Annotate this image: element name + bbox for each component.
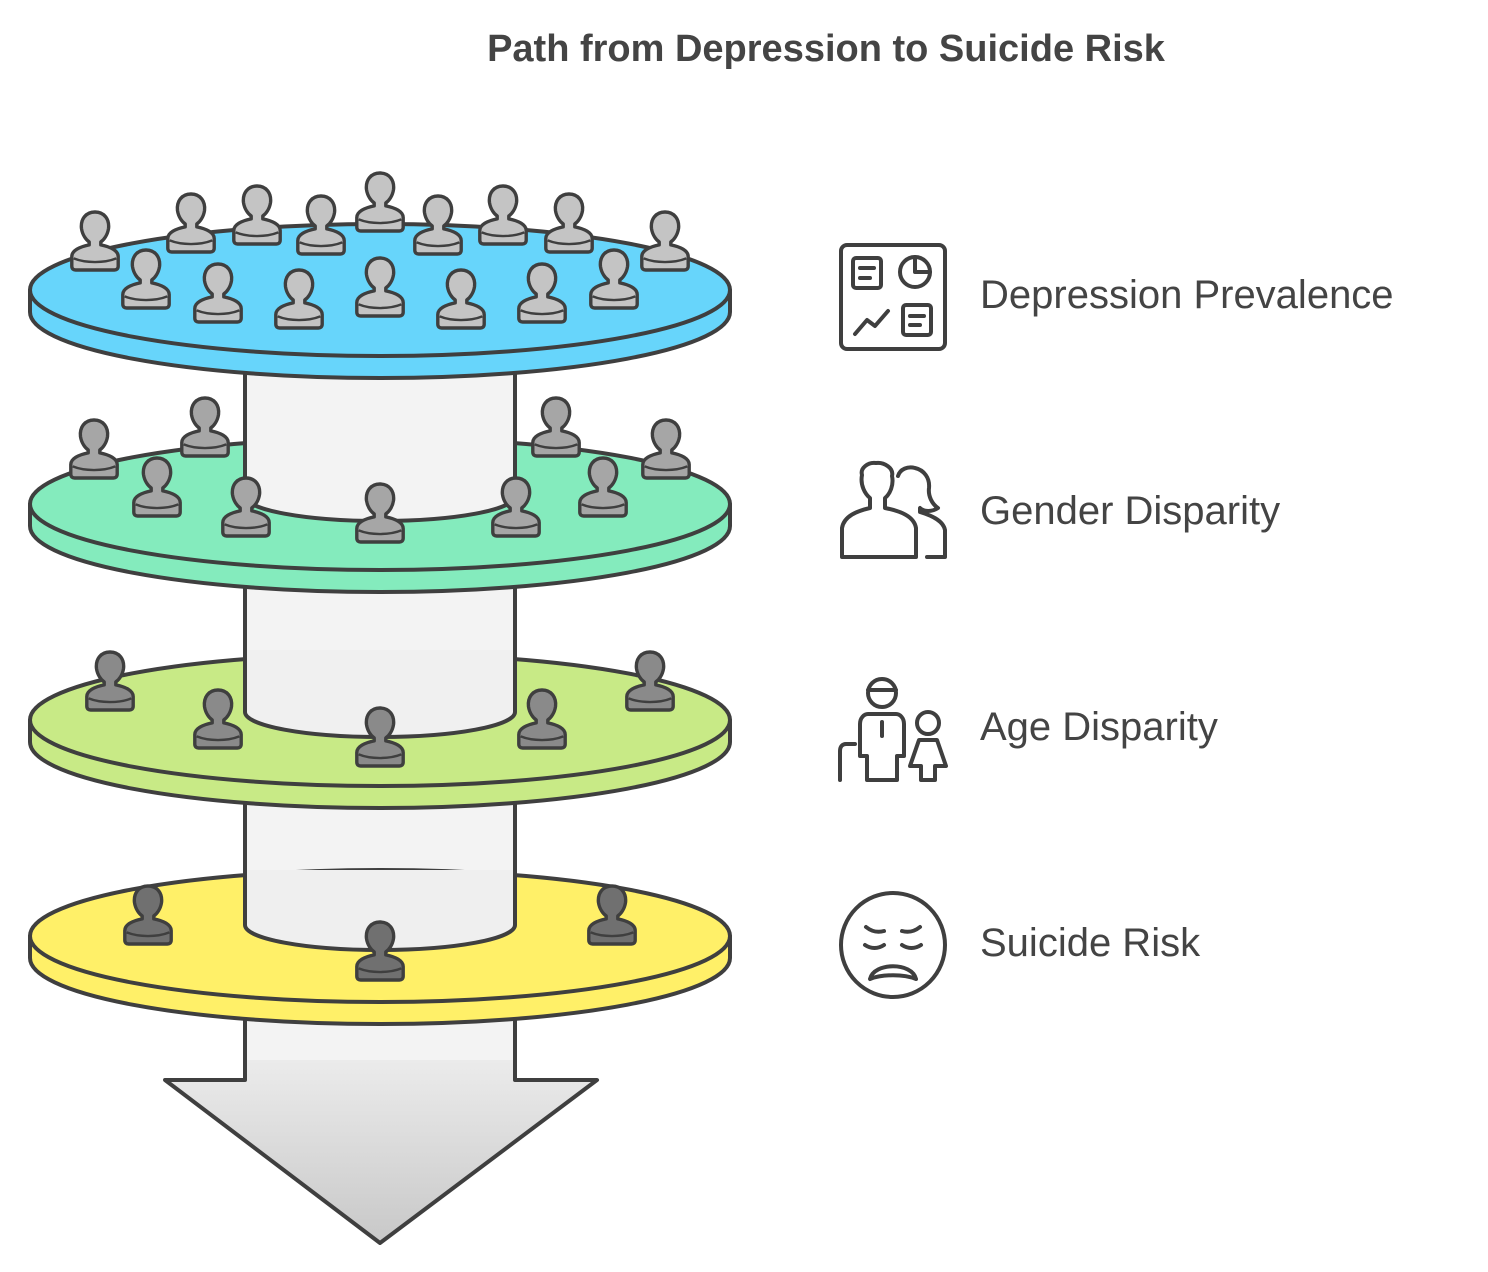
person-icon bbox=[69, 418, 119, 480]
label-age-disparity: Age Disparity bbox=[980, 705, 1218, 749]
person-icon bbox=[544, 192, 594, 254]
person-icon bbox=[166, 192, 216, 254]
person-icon bbox=[355, 171, 405, 233]
layer-depression-prevalence bbox=[28, 171, 732, 380]
label-depression-prevalence: Depression Prevalence bbox=[980, 273, 1394, 317]
person-icon bbox=[232, 184, 282, 246]
layer-age-disparity bbox=[28, 650, 732, 810]
dashboard-chart-icon bbox=[839, 243, 947, 351]
person-icon bbox=[70, 210, 120, 272]
person-icon bbox=[640, 210, 690, 272]
layer-gender-disparity bbox=[28, 396, 732, 594]
person-icon bbox=[180, 396, 230, 458]
diagram-title: Path from Depression to Suicide Risk bbox=[487, 28, 1165, 70]
elder-child-icon bbox=[838, 677, 948, 782]
man-woman-icon bbox=[840, 460, 947, 559]
label-gender-disparity: Gender Disparity bbox=[980, 489, 1281, 533]
label-suicide-risk: Suicide Risk bbox=[980, 921, 1201, 965]
person-icon bbox=[531, 396, 581, 458]
person-icon bbox=[478, 184, 528, 246]
layer-suicide-risk bbox=[28, 868, 732, 1026]
sad-face-icon bbox=[839, 891, 947, 999]
person-icon bbox=[641, 418, 691, 480]
